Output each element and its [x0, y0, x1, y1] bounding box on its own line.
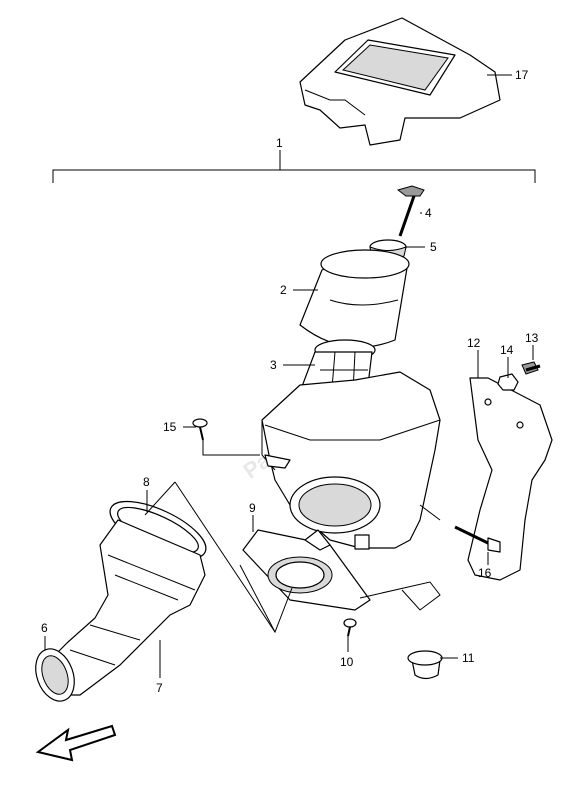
part-10-screw[interactable] — [343, 618, 357, 637]
part-12-guard-plate[interactable] — [467, 377, 553, 581]
callout-13[interactable]: 13 — [525, 331, 539, 345]
callout-6[interactable]: 6 — [41, 621, 48, 635]
part-17-cover[interactable] — [299, 17, 501, 146]
callout-14[interactable]: 14 — [500, 343, 514, 357]
part-13-bolt[interactable] — [521, 361, 541, 375]
part-2-filter-element[interactable] — [299, 249, 410, 348]
callout-8[interactable]: 8 — [143, 475, 150, 489]
callout-16[interactable]: 16 — [478, 566, 492, 580]
bracket-1 — [52, 150, 536, 183]
callout-11[interactable]: 11 — [462, 651, 475, 665]
leader-lines — [44, 74, 534, 678]
part-7-intake-boot[interactable] — [44, 519, 206, 696]
callout-7[interactable]: 7 — [156, 681, 163, 695]
callout-3[interactable]: 3 — [270, 358, 277, 372]
part-15-screw[interactable] — [192, 418, 208, 441]
callout-2[interactable]: 2 — [280, 283, 287, 297]
callout-12[interactable]: 12 — [467, 336, 481, 350]
part-11-cap[interactable] — [407, 650, 443, 680]
callout-10[interactable]: 10 — [340, 655, 354, 669]
part-9-flange[interactable] — [242, 529, 371, 611]
callout-4[interactable]: 4 — [425, 206, 432, 220]
callout-17[interactable]: 17 — [515, 68, 529, 82]
part-16-bolt[interactable] — [454, 525, 501, 553]
callout-9[interactable]: 9 — [249, 501, 256, 515]
part-8-clamp[interactable] — [102, 490, 213, 570]
part-4-wing-bolt[interactable] — [396, 185, 425, 237]
direction-arrow-icon — [35, 724, 117, 762]
part-1-airbox[interactable] — [261, 371, 441, 550]
part-6-band[interactable] — [29, 643, 81, 706]
part-14-nut[interactable] — [497, 373, 519, 391]
callout-5[interactable]: 5 — [430, 240, 437, 254]
callout-1[interactable]: 1 — [276, 136, 283, 150]
callout-labels: 17 1 4 5 2 3 15 12 14 13 16 11 10 9 8 7 … — [41, 68, 539, 695]
callout-15[interactable]: 15 — [163, 420, 177, 434]
